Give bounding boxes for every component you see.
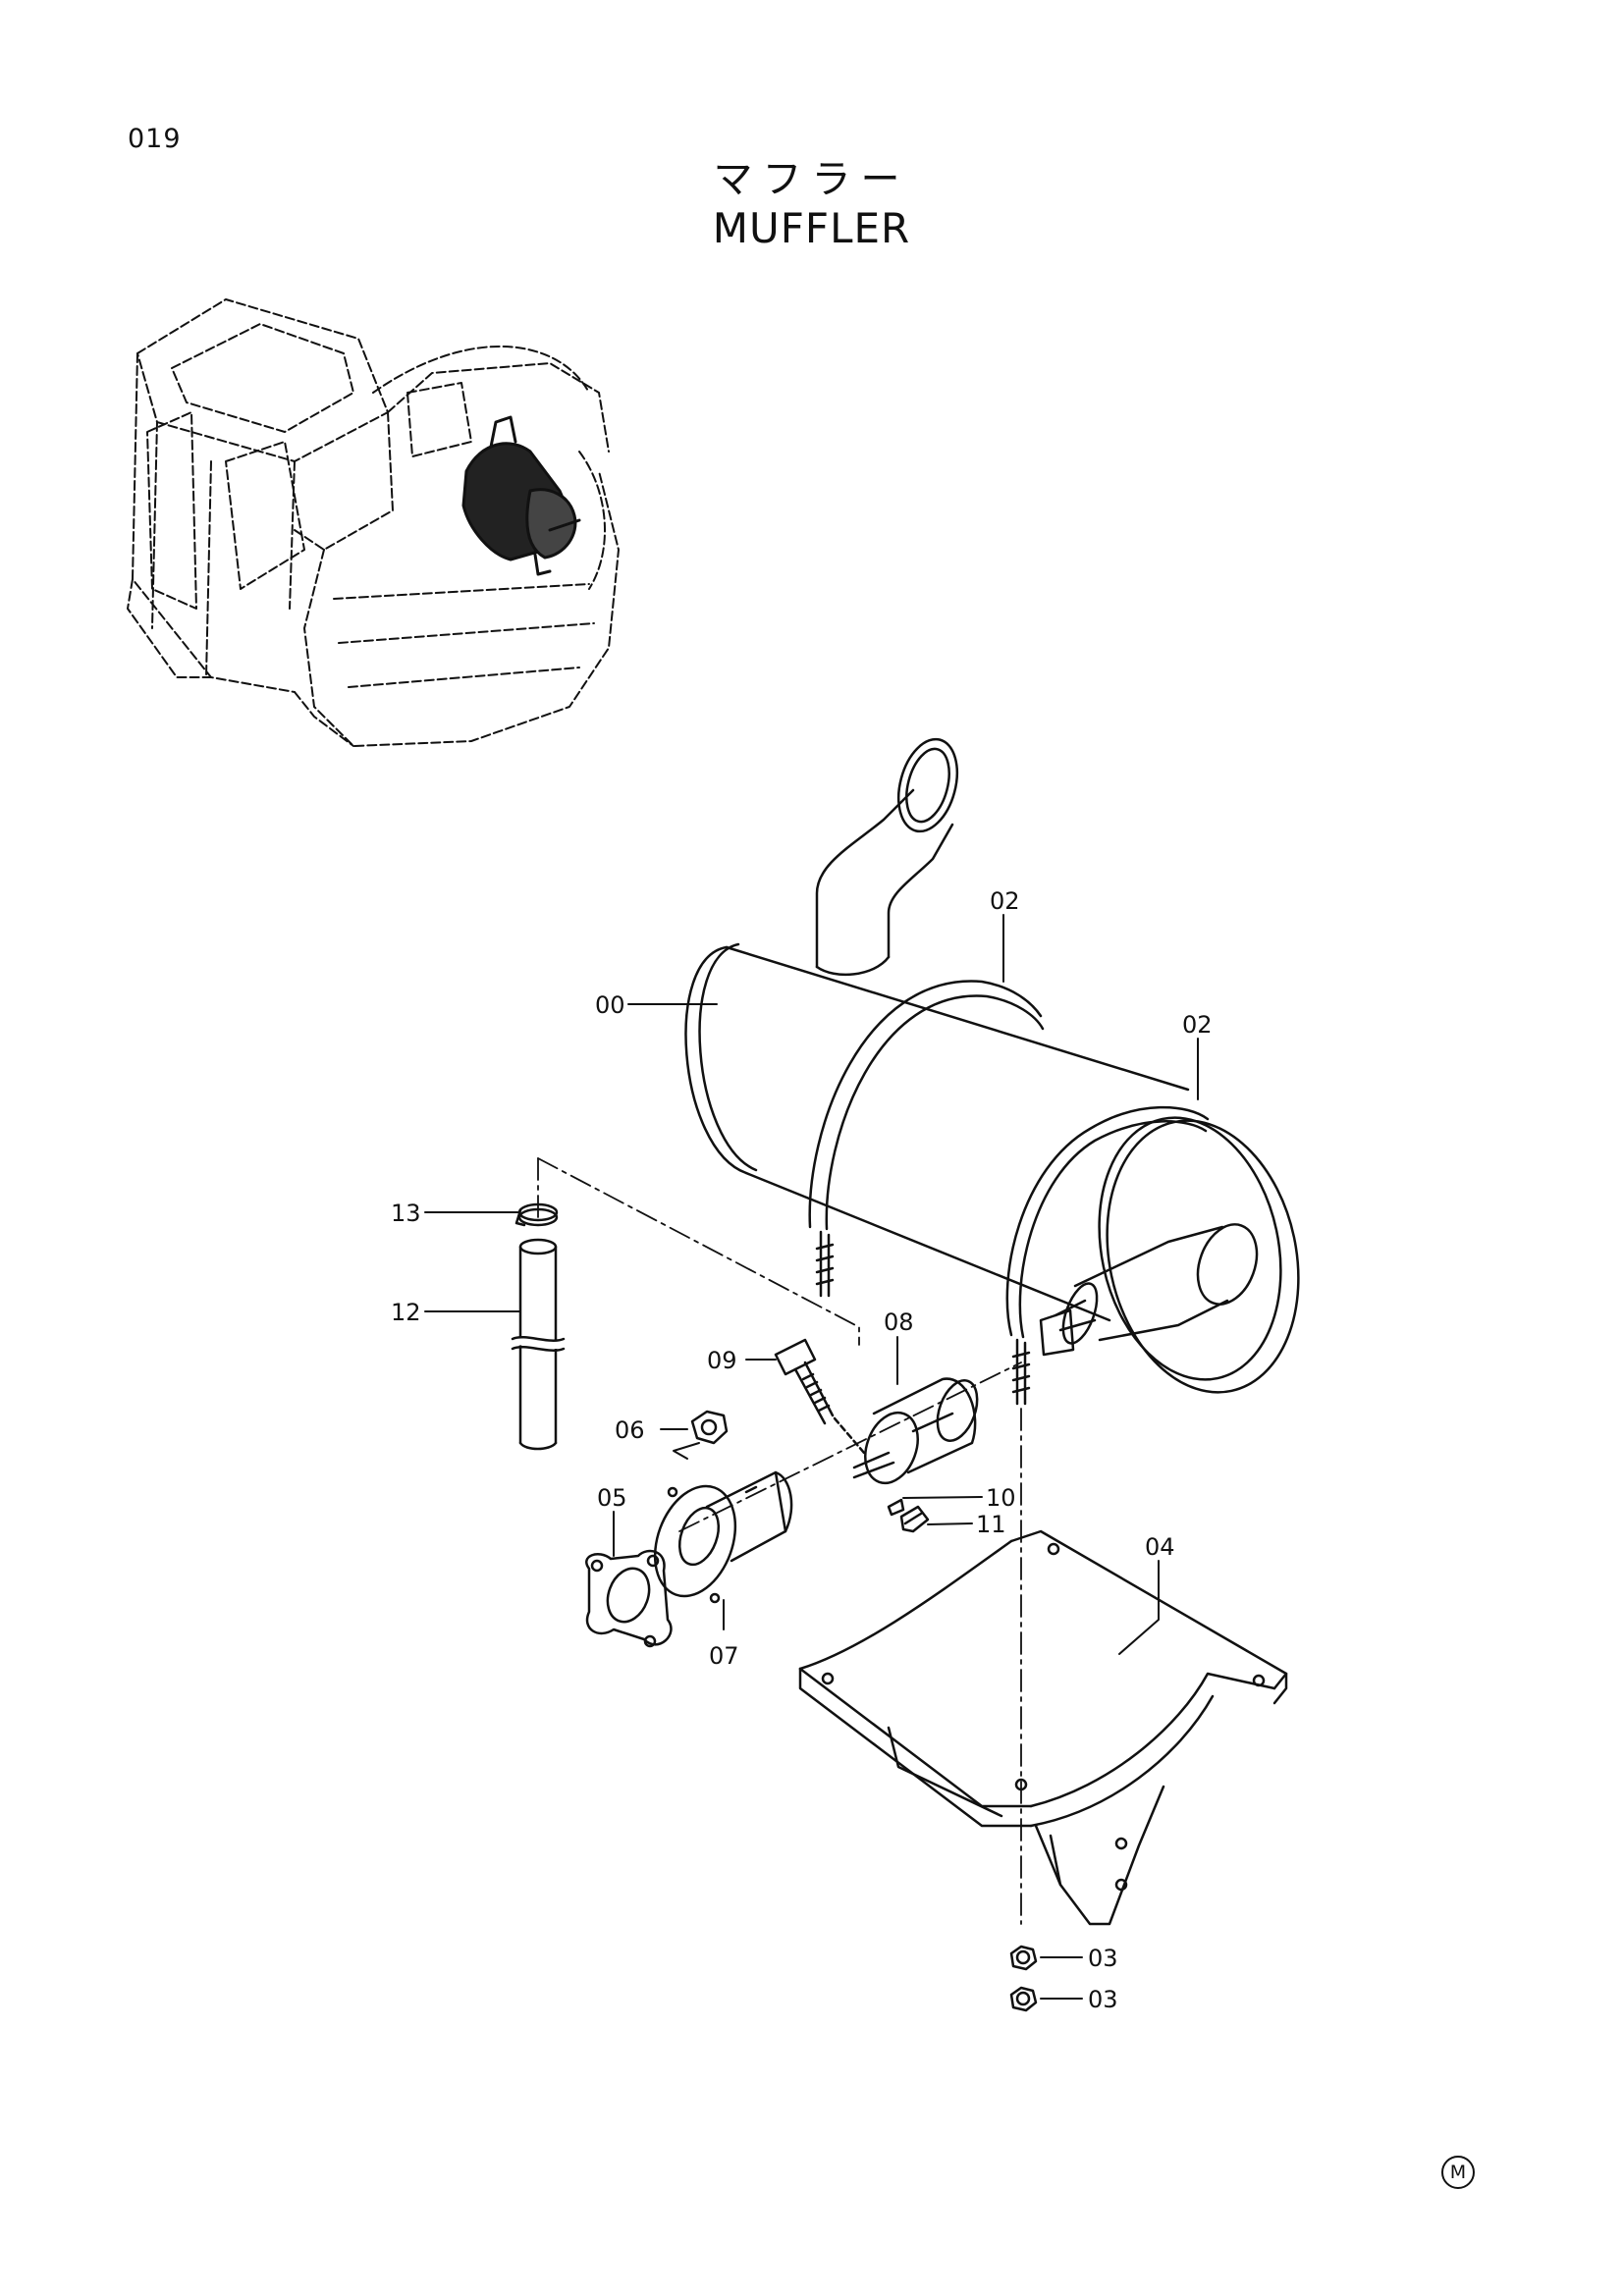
callout-04: 04 xyxy=(1145,1533,1175,1561)
callout-03-lower: 03 xyxy=(1088,1986,1118,2013)
muffler-location-highlight xyxy=(461,415,581,576)
title-english: MUFFLER xyxy=(712,204,911,252)
callout-11: 11 xyxy=(976,1511,1006,1538)
flange-nut xyxy=(673,1410,729,1460)
callout-06: 06 xyxy=(615,1416,645,1444)
callout-labels: 00 02 02 03 03 04 05 06 07 08 09 10 11 1… xyxy=(391,887,1213,2013)
callout-02-right: 02 xyxy=(1182,1011,1213,1039)
washer-and-nut xyxy=(887,1498,930,1533)
muffler-body xyxy=(684,942,1300,1406)
callout-09: 09 xyxy=(707,1347,737,1374)
callout-10: 10 xyxy=(986,1484,1016,1512)
tail-pipe xyxy=(815,737,959,977)
pipe-clamp xyxy=(852,1377,979,1485)
excavator-overview xyxy=(127,298,620,747)
callout-02-upper: 02 xyxy=(990,887,1020,915)
title-japanese: マフラー xyxy=(713,157,910,202)
callout-08: 08 xyxy=(884,1308,914,1336)
muffler-bracket xyxy=(798,1529,1288,1926)
hex-nuts xyxy=(1009,1945,1038,2012)
page-number: 019 xyxy=(128,124,182,154)
callout-12: 12 xyxy=(391,1299,421,1326)
callout-13: 13 xyxy=(391,1200,421,1227)
center-lines xyxy=(537,1157,1022,1925)
callout-03-upper: 03 xyxy=(1088,1945,1118,1972)
leader-lines xyxy=(424,914,1199,2000)
bolt xyxy=(774,1338,866,1455)
flange-pipe xyxy=(653,1470,793,1604)
hose xyxy=(509,1238,568,1451)
inlet-pipe xyxy=(1039,1223,1259,1357)
callout-07: 07 xyxy=(709,1642,739,1670)
hose-clamp xyxy=(514,1202,559,1227)
corner-mark: M xyxy=(1441,2156,1475,2189)
callout-00: 00 xyxy=(595,991,625,1019)
callout-05: 05 xyxy=(597,1484,627,1512)
gasket xyxy=(585,1549,673,1648)
